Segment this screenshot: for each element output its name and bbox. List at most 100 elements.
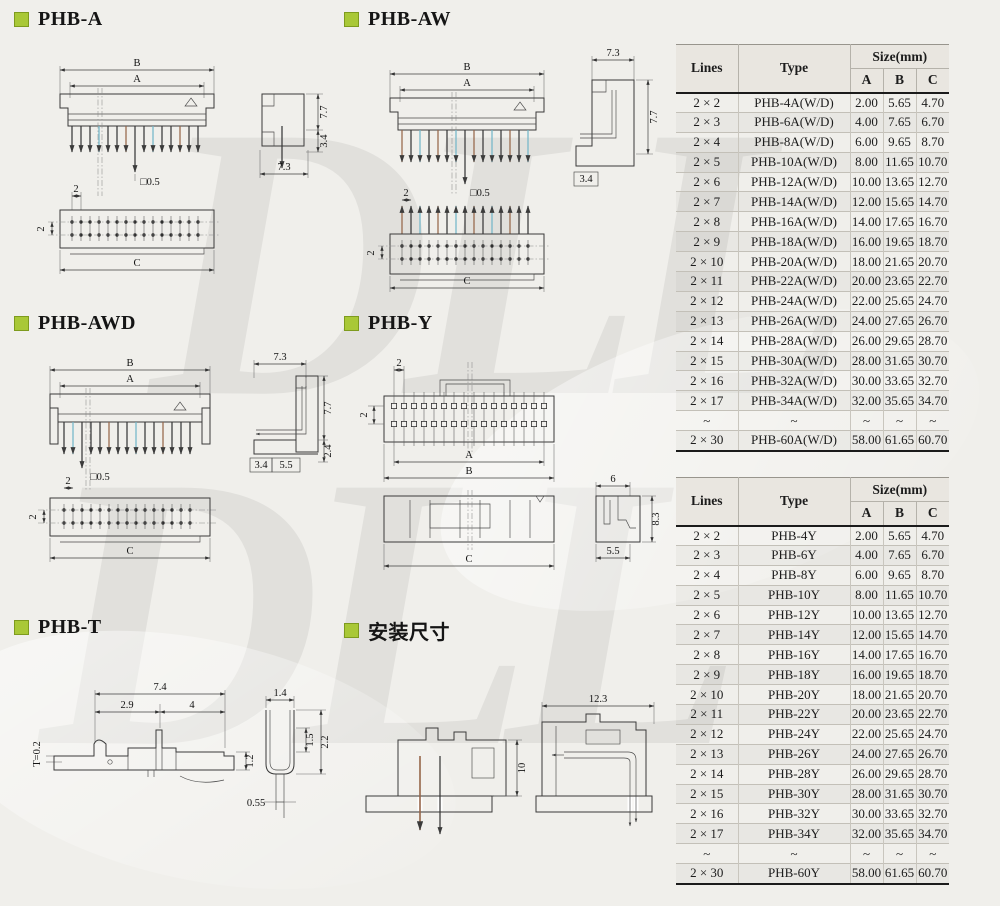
- phb-aw-drawing: B A □0.5 7.3: [366, 48, 660, 292]
- terminal-side-view: 7.4 2.9 4 T=0.2 1.2: [32, 682, 256, 783]
- dim-label: A: [463, 78, 471, 89]
- table-cell: 28.70: [915, 330, 950, 352]
- table-cell: 2 × 14: [676, 330, 738, 352]
- table-cell: 24.70: [915, 290, 950, 312]
- table-cell: 30.70: [915, 783, 950, 804]
- section-title: PHB-AWD: [38, 312, 136, 334]
- table-cell: 8.70: [915, 564, 950, 586]
- table-cell: 26.00: [849, 763, 883, 785]
- table-cell: 18.00: [849, 684, 883, 705]
- table-cell: PHB-32Y: [737, 803, 850, 824]
- table-cell: 28.70: [915, 763, 950, 785]
- table-cell: 10.70: [915, 151, 950, 173]
- table-cell: PHB-12Y: [737, 604, 850, 625]
- table-cell: PHB-30Y: [737, 783, 850, 804]
- table-cell: 21.65: [882, 684, 916, 705]
- table-cell: 2 × 17: [676, 823, 738, 844]
- dim-label: 2.4: [323, 444, 334, 458]
- table-cell: PHB-28A(W/D): [737, 330, 850, 352]
- front-view: C: [383, 490, 555, 570]
- col-header-size: Size(mm): [849, 44, 950, 69]
- table-cell: 19.65: [882, 231, 916, 252]
- section-header: PHB-Y: [344, 312, 433, 335]
- table-cell: 30.00: [849, 370, 883, 391]
- dim-label: 2: [28, 514, 39, 519]
- table-cell: ~: [676, 843, 738, 864]
- table-cell: 5.65: [882, 92, 916, 113]
- table-cell: 28.00: [849, 783, 883, 804]
- table-cell: 7.65: [882, 544, 916, 566]
- table-cell: PHB-22Y: [737, 704, 850, 725]
- table-cell: 6.00: [849, 131, 883, 153]
- table-cell: 4.70: [915, 92, 950, 113]
- bottom-view: 2 2 C: [366, 188, 550, 292]
- table-cell: 22.70: [915, 271, 950, 292]
- col-header-lines: Lines: [676, 44, 738, 93]
- table-cell: 26.00: [849, 330, 883, 352]
- table-cell: 19.65: [882, 664, 916, 685]
- side-view: 7.3 7.7 3.4: [573, 48, 660, 187]
- table-cell: PHB-8Y: [737, 564, 850, 586]
- table-row: ~~~~~: [676, 843, 950, 864]
- table-cell: 2 × 14: [676, 763, 738, 785]
- table-cell: ~: [915, 410, 950, 431]
- col-header-size: Size(mm): [849, 477, 950, 502]
- table-cell: 16.70: [915, 211, 950, 232]
- table-cell: 35.65: [882, 390, 916, 411]
- dim-label: 7.7: [323, 401, 334, 414]
- dim-label: 10: [517, 763, 528, 774]
- table-cell: 12.70: [915, 604, 950, 625]
- green-square-icon: [14, 620, 29, 635]
- table-cell: ~: [882, 410, 916, 431]
- col-header-type: Type: [737, 44, 850, 93]
- table-cell: 8.00: [849, 584, 883, 606]
- table-cell: 16.00: [849, 664, 883, 685]
- table-cell: 18.00: [849, 251, 883, 272]
- table-cell: PHB-26Y: [737, 743, 850, 765]
- side-view: 7.7 3.4 7.3: [259, 93, 330, 178]
- table-row: ~~~~~: [676, 410, 950, 431]
- table-cell: 30.70: [915, 350, 950, 371]
- phb-t-drawing: 7.4 2.9 4 T=0.2 1.2 1.4 1.5: [32, 682, 331, 818]
- section-install: 安装尺寸: [344, 616, 450, 645]
- dim-label: □0.5: [90, 472, 109, 483]
- table-cell: 20.00: [849, 704, 883, 725]
- table-cell: 29.65: [882, 763, 916, 785]
- pins: [402, 130, 528, 185]
- table-cell: 2 × 30: [676, 430, 738, 451]
- table-cell: 2 × 9: [676, 231, 738, 252]
- table-cell: PHB-34Y: [737, 823, 850, 844]
- dim-label: 3.4: [579, 174, 593, 185]
- table-cell: PHB-32A(W/D): [737, 370, 850, 391]
- dim-label: 1.5: [305, 733, 316, 746]
- table-cell: ~: [737, 843, 850, 864]
- table-cell: 24.70: [915, 723, 950, 745]
- table-cell: 2 × 17: [676, 390, 738, 411]
- table-cell: 33.65: [882, 370, 916, 391]
- dim-label: 7.3: [273, 352, 286, 363]
- dim-label: 4: [189, 700, 195, 711]
- dim-label: 2: [65, 476, 70, 487]
- install-drawing: 10 12.3: [365, 694, 655, 835]
- green-square-icon: [344, 12, 359, 27]
- table-cell: 6.70: [915, 111, 950, 133]
- table-cell: 14.70: [915, 624, 950, 645]
- section-header: 安装尺寸: [344, 616, 450, 645]
- table-cell: 2 × 5: [676, 584, 738, 606]
- table-cell: 34.70: [915, 390, 950, 411]
- front-view: B A □0.5: [49, 358, 211, 490]
- table-cell: 33.65: [882, 803, 916, 824]
- table-cell: PHB-6Y: [737, 544, 850, 566]
- table-cell: 14.00: [849, 211, 883, 232]
